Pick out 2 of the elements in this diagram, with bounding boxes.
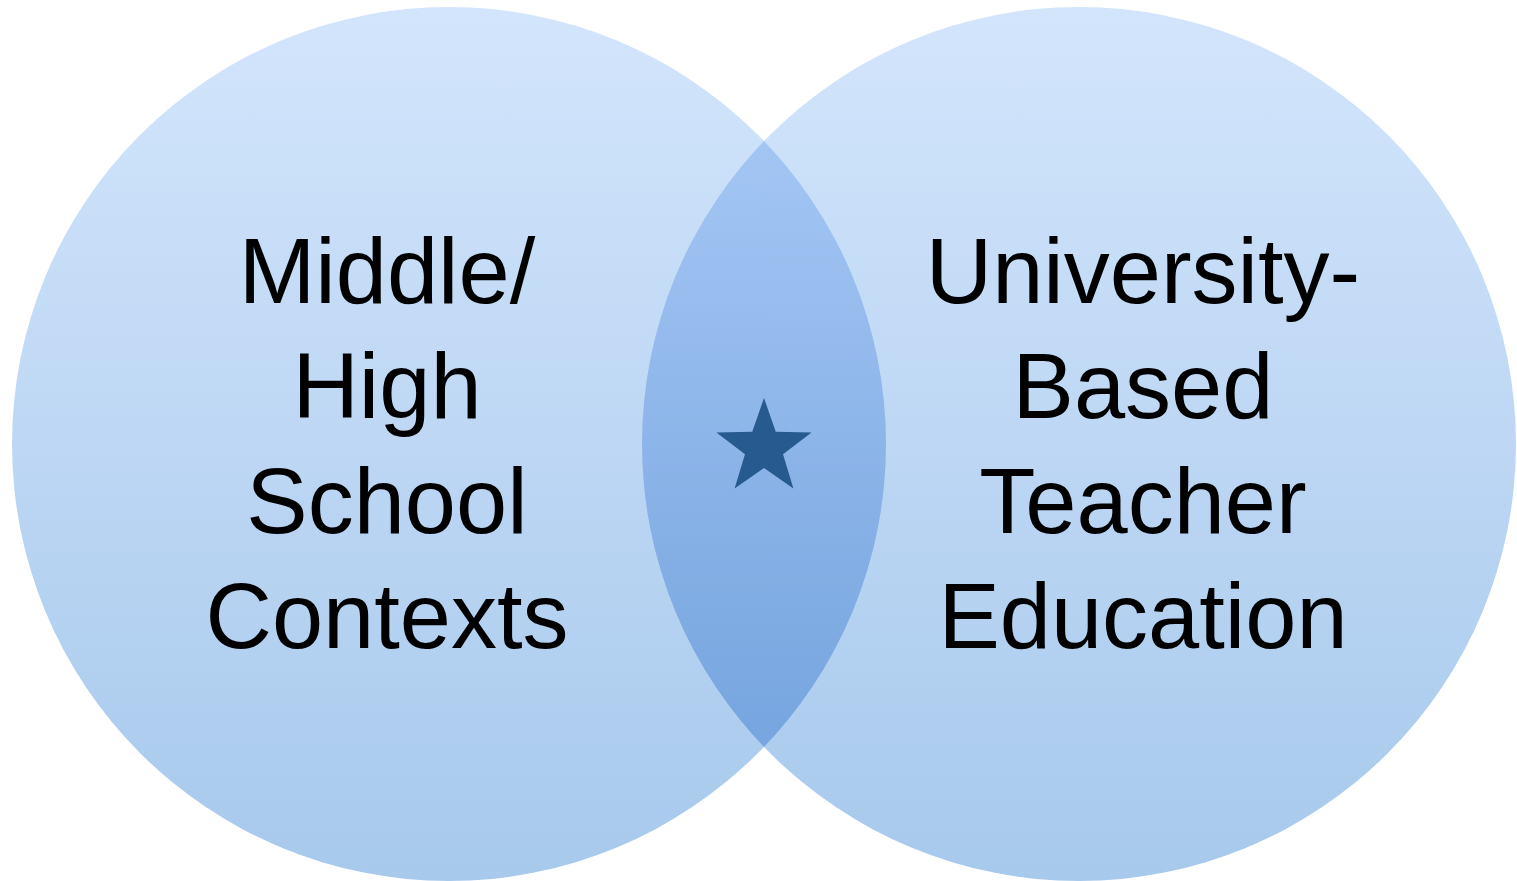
circle-label: Middle/ High School Contexts <box>204 219 570 669</box>
circle-label: University- Based Teacher Education <box>924 219 1362 669</box>
